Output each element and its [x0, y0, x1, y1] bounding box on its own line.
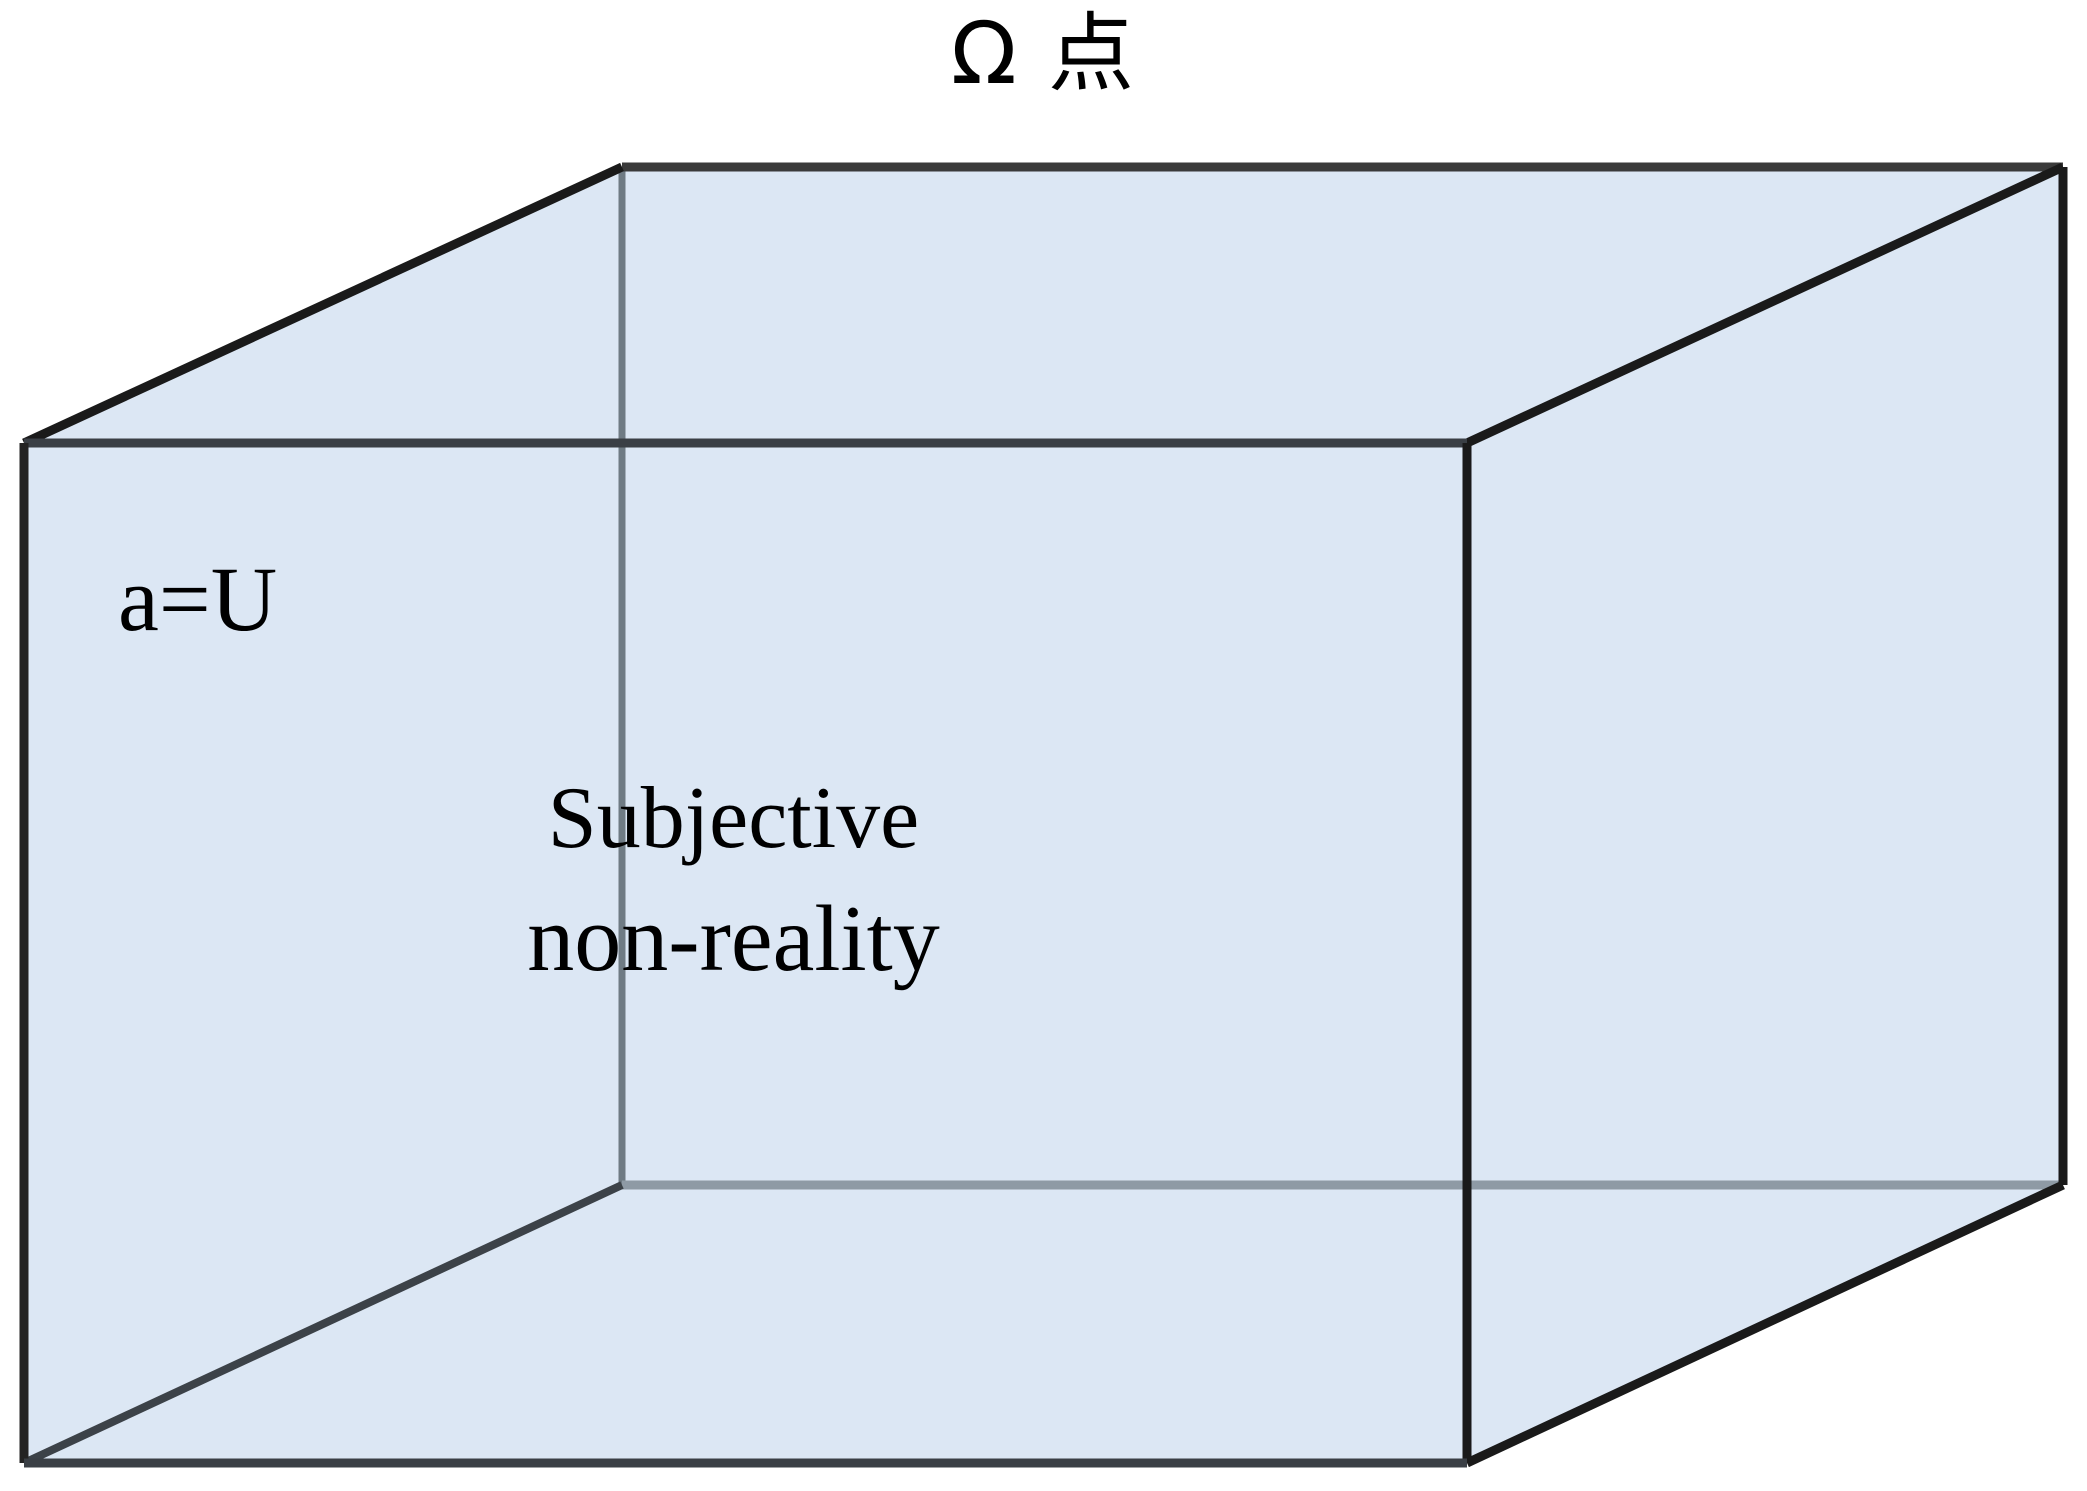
cube-face-front: [24, 443, 1467, 1463]
diagram-title: Ω 点: [950, 4, 1137, 104]
cube-face-right: [1467, 167, 2063, 1463]
cube-center-label-line2: non-reality: [527, 886, 940, 991]
cube-edge-diagonal-bottom-right: [1465, 1180, 2065, 1468]
cube-center-label: Subjective non-reality: [0, 770, 1467, 992]
cube-edge-diagonal-top-left: [22, 162, 624, 448]
cube-corner-label-a-equals-u: a=U: [118, 548, 278, 650]
cube-edge-diagonal-top-right: [1465, 162, 2065, 448]
cube-center-label-line1: Subjective: [547, 770, 920, 867]
cube-edge-diagonal-bottom-left: [22, 1181, 624, 1467]
